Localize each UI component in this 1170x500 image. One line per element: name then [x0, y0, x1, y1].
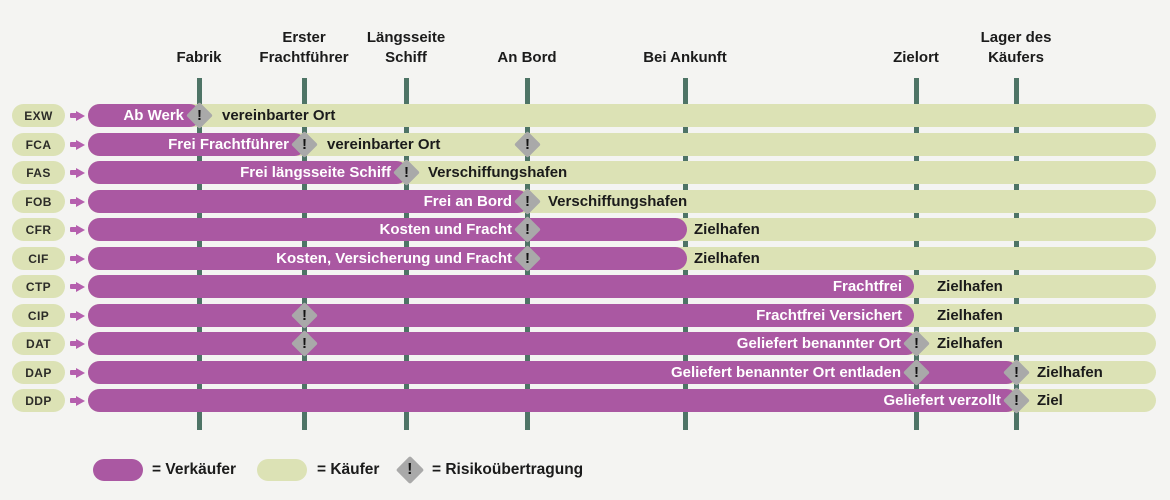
arrow-right-icon [70, 367, 85, 378]
incoterm-code-badge: FCA [12, 133, 65, 156]
buyer-bar-label: Ziel [1037, 392, 1063, 409]
milestone-label-an-bord: An Bord [497, 49, 557, 66]
risk-diamond-icon: ! [395, 455, 425, 485]
incoterm-row-fas: FAS Frei längsseite Schiff Verschiffungsha… [0, 159, 1170, 186]
incoterm-code-badge: CIP [12, 304, 65, 327]
legend-buyer-label: = Käufer [317, 461, 380, 478]
arrow-right-icon [70, 281, 85, 292]
buyer-bar-label: Zielhafen [694, 221, 760, 238]
buyer-bar-label: Zielhafen [694, 250, 760, 267]
milestone-label-bei-ankunft: Bei Ankunft [643, 49, 727, 66]
incoterm-code-badge: DDP [12, 389, 65, 412]
incoterm-row-cif: CIF Kosten, Versicherung und Fracht Zielha… [0, 245, 1170, 272]
seller-bar [88, 161, 408, 184]
seller-bar-label: Geliefert verzollt [883, 392, 1001, 409]
buyer-bar [88, 133, 1156, 156]
buyer-bar-label: vereinbarter Ort [327, 136, 441, 153]
arrow-right-icon [70, 338, 85, 349]
incoterm-code-badge: CIF [12, 247, 65, 270]
arrow-right-icon [70, 196, 85, 207]
arrow-right-icon [70, 224, 85, 235]
incoterm-code-badge: FAS [12, 161, 65, 184]
incoterm-code-badge: EXW [12, 104, 65, 127]
incoterm-row-ctp: CTP Frachtfrei Zielhafen [0, 275, 1170, 298]
buyer-bar [88, 104, 1156, 127]
buyer-bar-label: Verschiffungshafen [548, 193, 688, 210]
seller-bar-label: Frachtfrei Versichert [756, 307, 902, 324]
incoterm-code-badge: DAT [12, 332, 65, 355]
seller-bar-label: Ab Werk [123, 107, 184, 124]
seller-bar-label: Frei Frachtführer [168, 136, 289, 153]
seller-bar-label: Frei an Bord [423, 193, 512, 210]
milestone-label-fabrik: Fabrik [176, 49, 222, 66]
arrow-right-icon [70, 310, 85, 321]
incoterm-row-dap: DAP Geliefert benannter Ort entladen Zielh… [0, 359, 1170, 386]
buyer-bar-label: Zielhafen [1037, 364, 1103, 381]
seller-bar [88, 389, 1018, 412]
seller-bar [88, 275, 914, 298]
buyer-bar-label: Zielhafen [937, 335, 1003, 352]
milestone-label-zielort: Zielort [893, 49, 939, 66]
legend-seller-label: = Verkäufer [152, 461, 237, 478]
seller-bar [88, 304, 914, 327]
buyer-bar-label: vereinbarter Ort [222, 107, 336, 124]
incoterm-code-badge: DAP [12, 361, 65, 384]
seller-bar-label: Frachtfrei [832, 278, 902, 295]
buyer-bar-label: Zielhafen [937, 307, 1003, 324]
seller-bar-label: Kosten, Versicherung und Fracht [276, 250, 512, 267]
incoterm-code-badge: CTP [12, 275, 65, 298]
legend-buyer-swatch [257, 459, 307, 481]
seller-bar-label: Kosten und Fracht [379, 221, 512, 238]
incoterm-code-badge: FOB [12, 190, 65, 213]
arrow-right-icon [70, 253, 85, 264]
seller-bar [88, 104, 201, 127]
risk-exclamation: ! [407, 460, 413, 478]
arrow-right-icon [70, 167, 85, 178]
seller-bar-label: Frei längsseite Schiff [240, 164, 391, 181]
buyer-bar-label: Verschiffungshafen [428, 164, 568, 181]
seller-bar-label: Geliefert benannter Ort [736, 335, 901, 352]
legend: = Verkäufer = Käufer ! = Risikoübertragu… [0, 455, 1170, 485]
arrow-right-icon [70, 395, 85, 406]
seller-bar [88, 247, 687, 270]
incoterm-code-badge: CFR [12, 218, 65, 241]
seller-bar [88, 218, 687, 241]
seller-bar [88, 361, 1018, 384]
seller-bar [88, 190, 529, 213]
arrow-right-icon [70, 139, 85, 150]
seller-bar-label: Geliefert benannter Ort entladen [670, 364, 901, 381]
legend-seller-swatch [93, 459, 143, 481]
arrow-right-icon [70, 110, 85, 121]
seller-bar [88, 133, 306, 156]
buyer-bar-label: Zielhafen [937, 278, 1003, 295]
legend-risk-label: = Risikoübertragung [432, 461, 584, 478]
